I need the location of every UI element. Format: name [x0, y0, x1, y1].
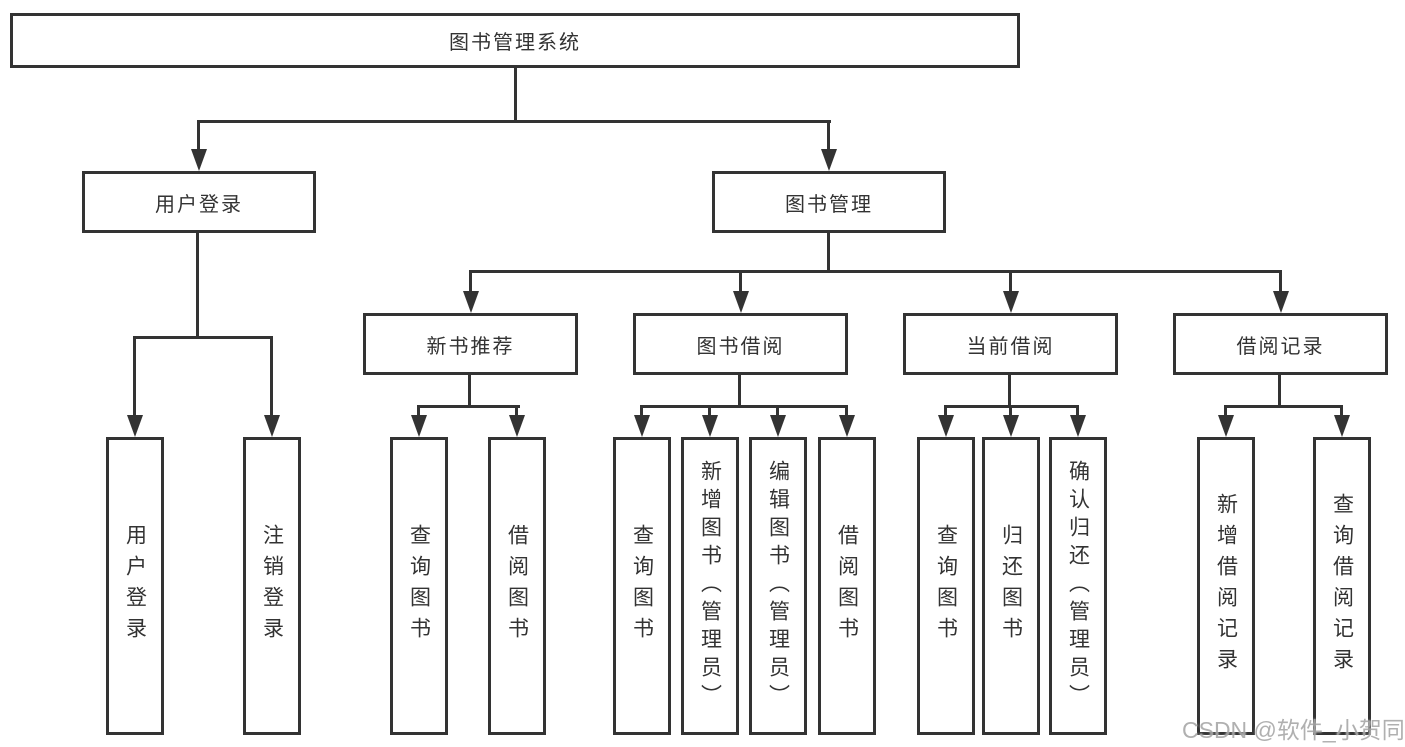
connector-line	[133, 336, 136, 416]
connector-line	[640, 405, 643, 417]
leaf-newrec-query-books-label: 查询图书	[407, 524, 431, 648]
leaf-borrow-query-books: 查询图书	[613, 437, 671, 735]
leaf-record-query-borrow-record: 查询借阅记录	[1313, 437, 1371, 735]
connector-line	[417, 405, 420, 417]
connector-line	[776, 405, 779, 417]
connector-line	[515, 405, 518, 417]
arrow-down-icon	[509, 415, 525, 437]
arrow-down-icon	[1273, 291, 1289, 313]
arrow-down-icon	[702, 415, 718, 437]
node-book-management: 图书管理	[712, 171, 946, 233]
connector-line	[827, 120, 830, 151]
leaf-record-add-borrow-record-label: 新增借阅记录	[1214, 493, 1238, 679]
leaf-user-login-label: 用户登录	[123, 524, 147, 648]
node-new-book-recommend-label: 新书推荐	[426, 335, 515, 358]
connector-line	[1076, 405, 1079, 417]
connector-line	[417, 405, 520, 408]
connector-line	[514, 68, 517, 121]
arrow-down-icon	[733, 291, 749, 313]
connector-line	[1224, 405, 1343, 408]
leaf-borrow-borrow-books: 借阅图书	[818, 437, 876, 735]
leaf-record-query-borrow-record-label: 查询借阅记录	[1330, 493, 1354, 679]
leaf-borrow-add-books-admin-label: 新增图书（管理员）	[698, 460, 722, 712]
leaf-borrow-edit-books-admin: 编辑图书（管理员）	[749, 437, 807, 735]
leaf-logout: 注销登录	[243, 437, 301, 735]
arrow-down-icon	[1218, 415, 1234, 437]
connector-line	[640, 405, 848, 408]
leaf-logout-label: 注销登录	[260, 524, 284, 648]
node-root: 图书管理系统	[10, 13, 1020, 68]
arrow-down-icon	[1003, 415, 1019, 437]
connector-line	[739, 270, 742, 293]
connector-line	[133, 336, 273, 339]
node-borrow-record-label: 借阅记录	[1236, 335, 1325, 358]
node-current-borrow-label: 当前借阅	[966, 335, 1055, 358]
arrow-down-icon	[411, 415, 427, 437]
csdn-watermark: CSDN @软件_小贺同学	[1182, 717, 1405, 743]
leaf-current-return-books-label: 归还图书	[999, 524, 1023, 648]
node-book-management-label: 图书管理	[785, 193, 873, 216]
arrow-down-icon	[1334, 415, 1350, 437]
arrow-down-icon	[821, 149, 837, 171]
connector-line	[708, 405, 711, 417]
node-book-borrow: 图书借阅	[633, 313, 848, 375]
connector-line	[197, 120, 200, 151]
arrow-down-icon	[1003, 291, 1019, 313]
arrow-down-icon	[127, 415, 143, 437]
arrow-down-icon	[463, 291, 479, 313]
node-new-book-recommend: 新书推荐	[363, 313, 578, 375]
leaf-borrow-borrow-books-label: 借阅图书	[835, 524, 859, 648]
connector-line	[196, 233, 199, 339]
connector-line	[845, 405, 848, 417]
node-user-login-label: 用户登录	[155, 193, 243, 216]
leaf-current-query-books: 查询图书	[917, 437, 975, 735]
connector-line	[1278, 375, 1281, 408]
leaf-current-confirm-return-admin-label: 确认归还（管理员）	[1066, 460, 1090, 712]
arrow-down-icon	[634, 415, 650, 437]
connector-line	[1340, 405, 1343, 417]
arrow-down-icon	[839, 415, 855, 437]
leaf-current-return-books: 归还图书	[982, 437, 1040, 735]
connector-line	[1009, 405, 1012, 417]
leaf-borrow-add-books-admin: 新增图书（管理员）	[681, 437, 739, 735]
connector-line	[738, 375, 741, 408]
connector-line	[468, 375, 471, 408]
connector-line	[197, 120, 831, 123]
arrow-down-icon	[938, 415, 954, 437]
leaf-user-login: 用户登录	[106, 437, 164, 735]
arrow-down-icon	[1070, 415, 1086, 437]
node-book-borrow-label: 图书借阅	[696, 335, 785, 358]
connector-line	[469, 270, 472, 293]
node-borrow-record: 借阅记录	[1173, 313, 1388, 375]
connector-line	[944, 405, 947, 417]
leaf-newrec-borrow-books-label: 借阅图书	[505, 524, 529, 648]
leaf-record-add-borrow-record: 新增借阅记录	[1197, 437, 1255, 735]
connector-line	[1224, 405, 1227, 417]
connector-line	[469, 270, 1282, 273]
node-current-borrow: 当前借阅	[903, 313, 1118, 375]
arrow-down-icon	[770, 415, 786, 437]
node-user-login: 用户登录	[82, 171, 316, 233]
leaf-borrow-edit-books-admin-label: 编辑图书（管理员）	[766, 460, 790, 712]
arrow-down-icon	[191, 149, 207, 171]
leaf-borrow-query-books-label: 查询图书	[630, 524, 654, 648]
leaf-current-confirm-return-admin: 确认归还（管理员）	[1049, 437, 1107, 735]
leaf-newrec-borrow-books: 借阅图书	[488, 437, 546, 735]
connector-line	[827, 233, 830, 273]
leaf-newrec-query-books: 查询图书	[390, 437, 448, 735]
connector-line	[1008, 375, 1011, 408]
node-root-label: 图书管理系统	[449, 32, 581, 54]
arrow-down-icon	[264, 415, 280, 437]
connector-line	[270, 336, 273, 416]
connector-line	[1009, 270, 1012, 293]
connector-line	[1279, 270, 1282, 293]
leaf-current-query-books-label: 查询图书	[934, 524, 958, 648]
